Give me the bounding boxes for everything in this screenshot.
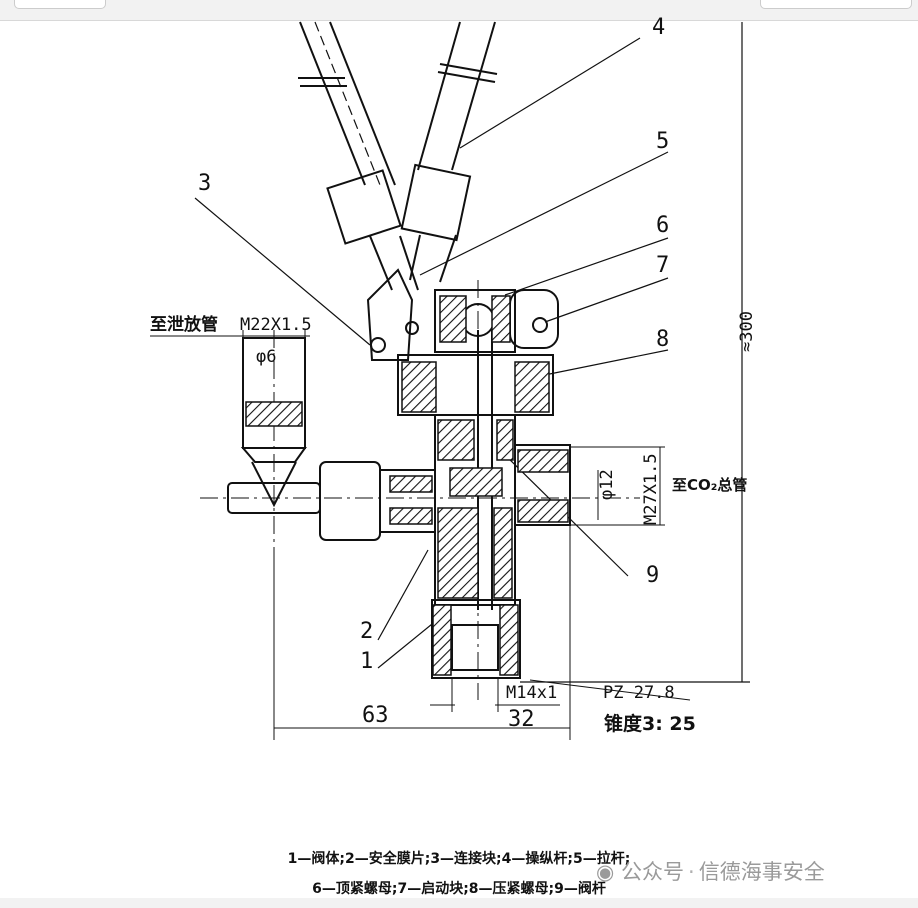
tab-stub[interactable] bbox=[14, 0, 106, 9]
taper-ratio: 锥度3: 25 bbox=[604, 712, 696, 735]
height-dimension: ≈300 bbox=[737, 311, 757, 352]
browser-bottom-bar bbox=[0, 898, 918, 908]
part-number: 5 bbox=[656, 129, 669, 154]
width-right-dimension: 32 bbox=[508, 707, 535, 732]
discharge-label: 至泄放管 bbox=[150, 314, 218, 335]
width-left-dimension: 63 bbox=[362, 703, 389, 728]
caption-line-2: 6—顶紧螺母;7—启动块;8—压紧螺母;9—阀杆 bbox=[312, 881, 606, 897]
part-number: 4 bbox=[652, 15, 665, 40]
part-number: 2 bbox=[360, 619, 373, 644]
part-number: 8 bbox=[656, 327, 669, 352]
left-thread-dimension: M22X1.5 bbox=[240, 315, 312, 335]
watermark: ◉ 公众号·信德海事安全 bbox=[596, 860, 825, 884]
wechat-icon: ◉ bbox=[596, 860, 615, 884]
part-number: 6 bbox=[656, 213, 669, 238]
watermark-brand: 公众号 bbox=[621, 860, 685, 884]
bottom-thread-dimension: M14x1 bbox=[506, 683, 557, 703]
co2-main-label: 至CO₂总管 bbox=[672, 476, 747, 494]
part-number: 1 bbox=[360, 649, 373, 674]
right-thread-dimension: M27X1.5 bbox=[641, 453, 661, 525]
tab-stub[interactable] bbox=[760, 0, 912, 9]
watermark-name: 信德海事安全 bbox=[698, 860, 825, 884]
left-diameter-dimension: φ6 bbox=[256, 347, 276, 367]
right-diameter-dimension: φ12 bbox=[597, 469, 617, 500]
part-number: 9 bbox=[646, 563, 659, 588]
taper-thread-dimension: PZ 27.8 bbox=[603, 683, 675, 703]
caption-line-1: 1—阀体;2—安全膜片;3—连接块;4—操纵杆;5—拉杆; bbox=[287, 851, 631, 867]
part-number: 7 bbox=[656, 253, 669, 278]
browser-top-bar bbox=[0, 0, 918, 21]
hatched-sections bbox=[245, 295, 569, 676]
part-number: 3 bbox=[198, 171, 211, 196]
